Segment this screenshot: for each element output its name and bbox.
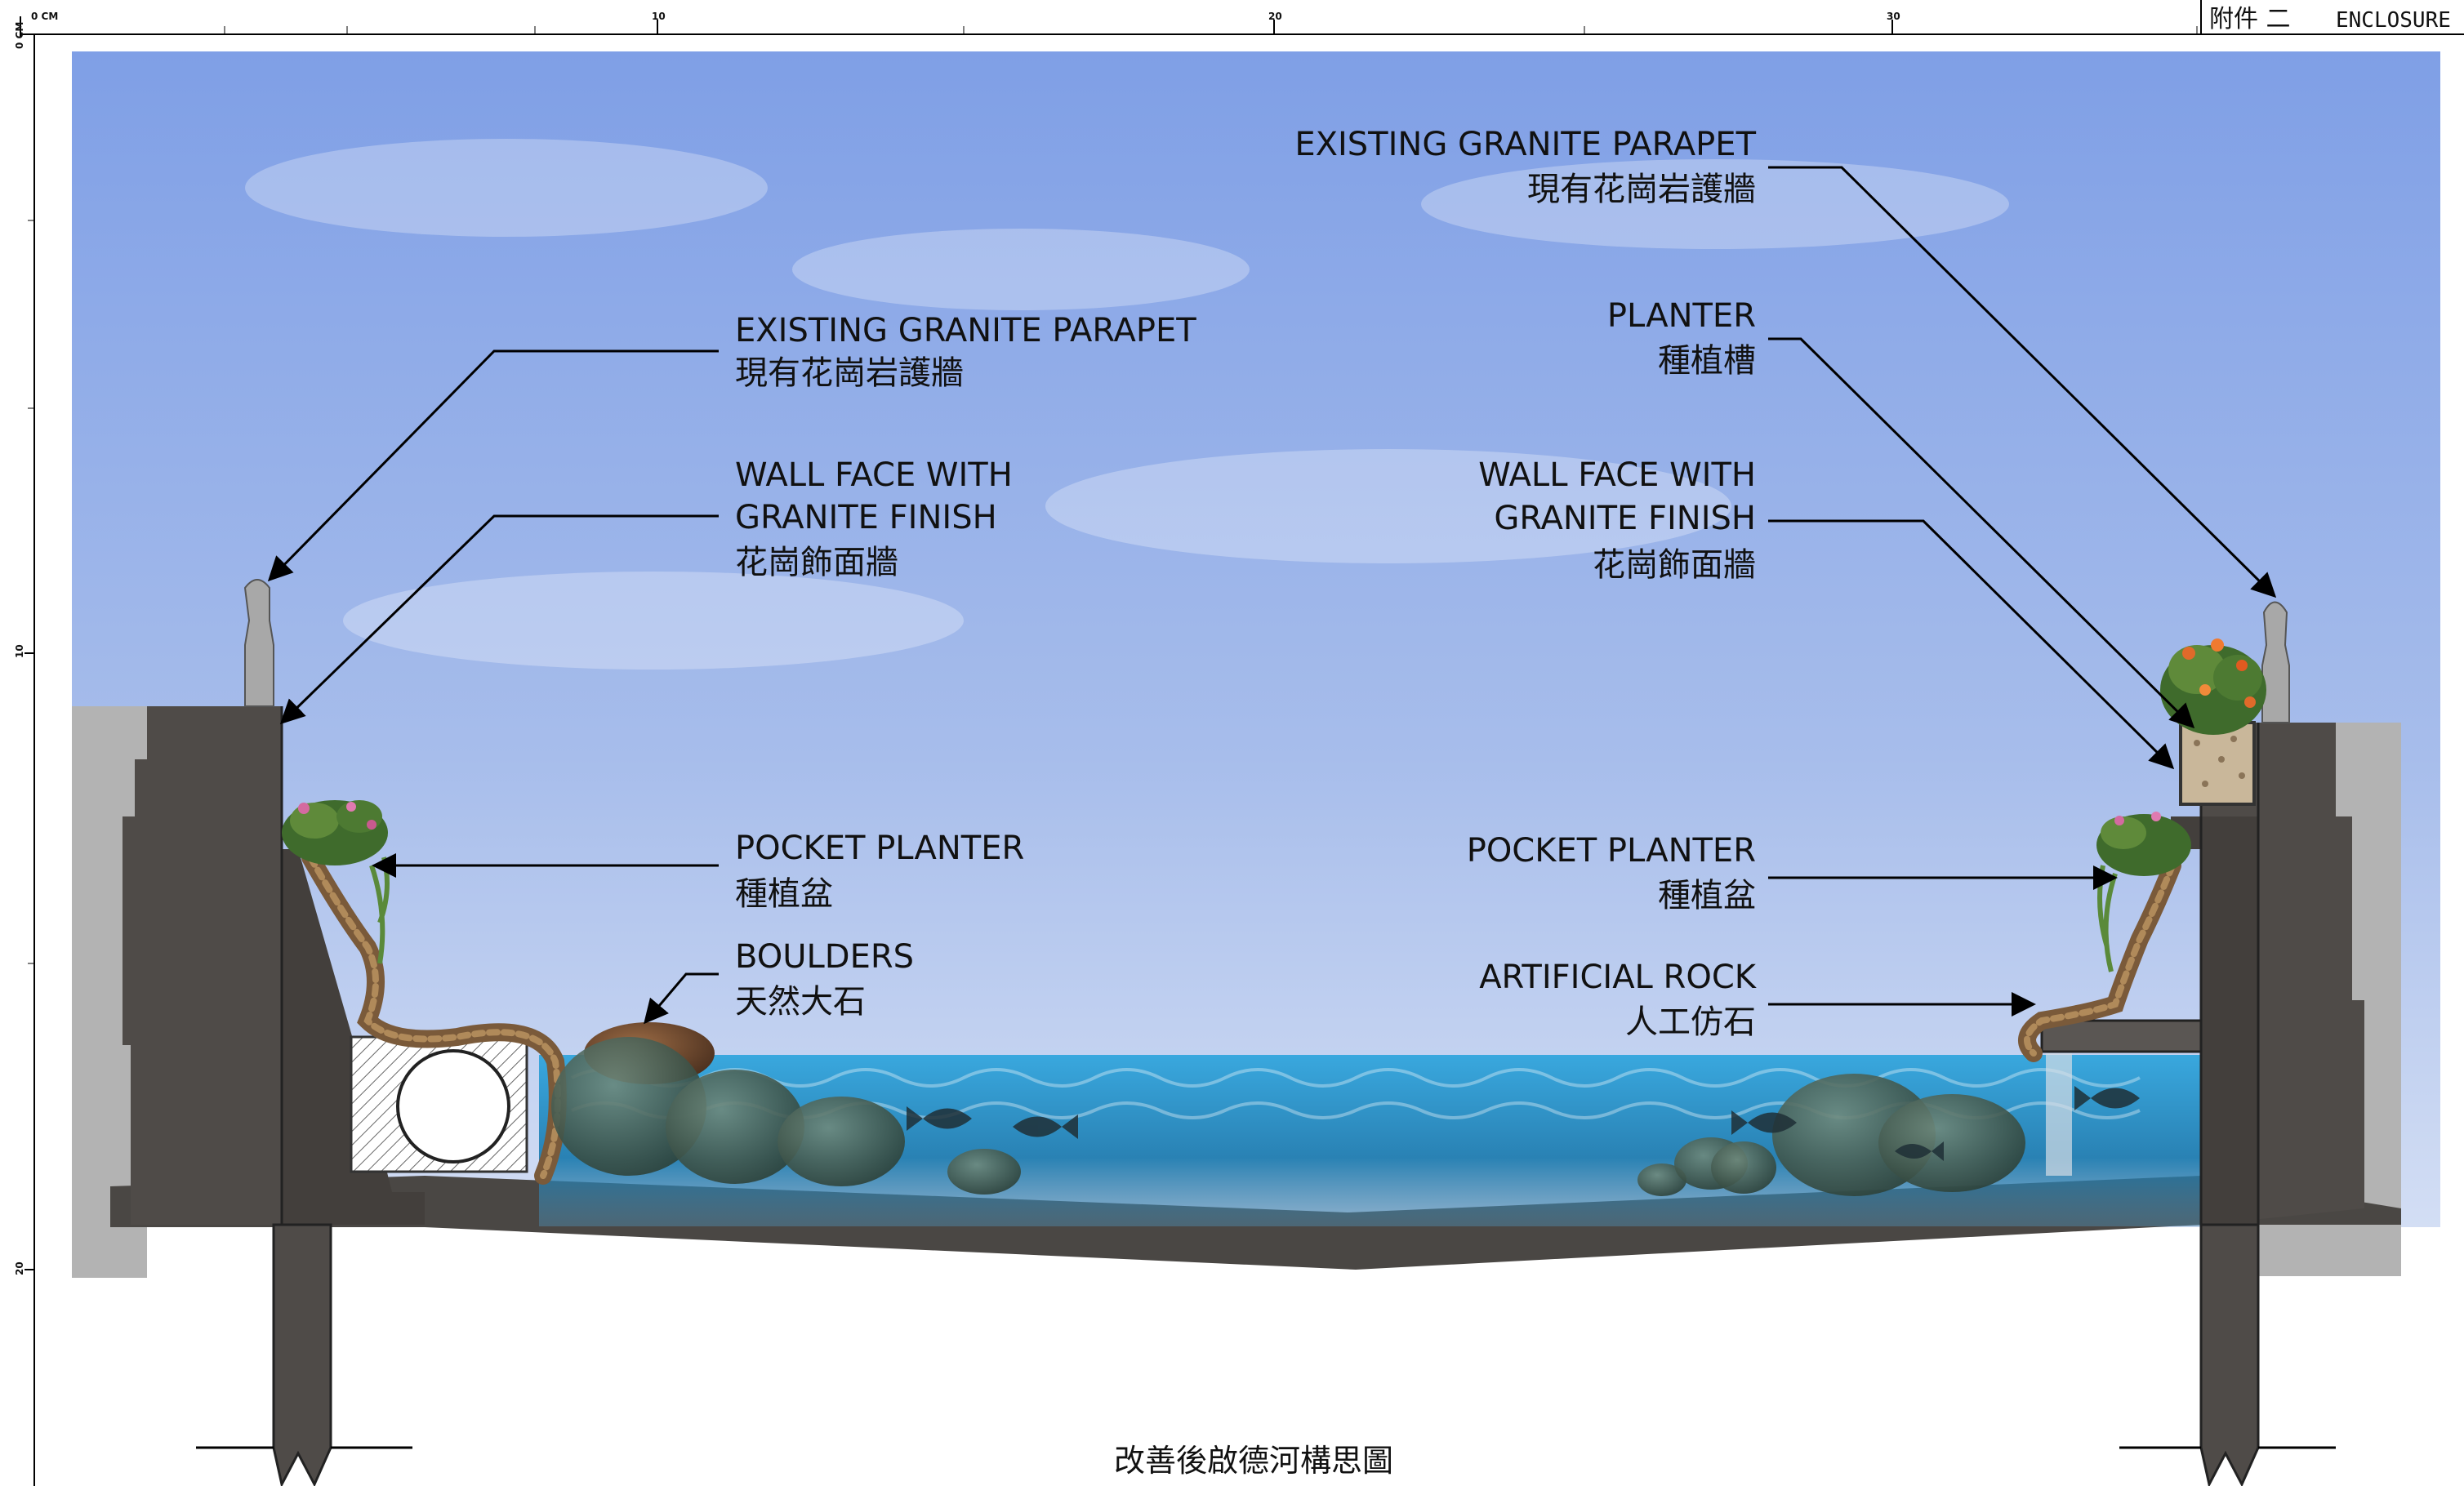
ruler-tick-20: 20 [1268, 11, 1282, 22]
artificial-rock-label-zh: 人工仿石 [1625, 1003, 1756, 1041]
left-pocket-planter-label-zh: 種植盆 [735, 875, 833, 913]
right-pocket-planter [2018, 812, 2191, 1062]
fish [907, 1086, 2140, 1161]
left-culvert [350, 1035, 528, 1173]
ruler-unit-label: 0 CM [31, 11, 58, 22]
ruler-tick-30: 30 [1887, 11, 1900, 22]
left-callouts: EXISTING GRANITE PARAPET 現有花崗岩護牆 WALL FA… [735, 312, 1196, 1021]
right-wall-label-zh: 花崗飾面牆 [1593, 546, 1756, 584]
right-pocket-planter-label-zh: 種植盆 [1658, 877, 1756, 914]
artificial-rock-label-en: ARTIFICIAL ROCK [1479, 959, 1758, 996]
planter-label-en: PLANTER [1607, 297, 1756, 335]
right-retaining-wall [2040, 601, 2364, 1486]
planter-label-zh: 種植槽 [1658, 342, 1756, 380]
right-wall-label-en-2: GRANITE FINISH [1494, 500, 1756, 537]
boulders-label-en: BOULDERS [735, 938, 914, 976]
enclosure-zh: 附件 二 [2209, 5, 2291, 33]
right-pocket-planter-label-en: POCKET PLANTER [1467, 832, 1756, 870]
left-pocket-planter-label-en: POCKET PLANTER [735, 830, 1024, 867]
side-ruler-tick-10: 10 [14, 644, 25, 658]
top-ruler: 0 CM 10 20 30 [20, 11, 2464, 37]
side-ruler: 0 CM 10 20 [14, 22, 35, 1486]
right-wall-label-en-1: WALL FACE WITH [1478, 456, 1756, 494]
side-ruler-tick-20: 20 [14, 1261, 25, 1275]
side-ruler-zero: 0 CM [14, 22, 25, 49]
enclosure-en: ENCLOSURE 2 [2336, 8, 2464, 33]
boulders-label-zh: 天然大石 [735, 983, 866, 1021]
right-parapet-label-en: EXISTING GRANITE PARAPET [1294, 126, 1756, 163]
right-callouts: EXISTING GRANITE PARAPET 現有花崗岩護牆 PLANTER… [1294, 126, 1757, 1041]
right-parapet-label-zh: 現有花崗岩護牆 [1527, 171, 1756, 208]
left-wall-label-zh: 花崗飾面牆 [735, 544, 898, 581]
diagram-caption: 改善後啟德河構思圖 [1114, 1443, 1393, 1479]
ruler-tick-10: 10 [652, 11, 666, 22]
enclosure-header: 附件 二 ENCLOSURE 2 [2200, 0, 2464, 34]
boulders-left [551, 1022, 1021, 1195]
left-parapet-label-zh: 現有花崗岩護牆 [735, 354, 964, 392]
left-wall-label-en-1: WALL FACE WITH [735, 456, 1013, 494]
clouds [245, 139, 2009, 670]
left-parapet-label-en: EXISTING GRANITE PARAPET [735, 312, 1196, 349]
left-retaining-wall [123, 579, 425, 1486]
leader-lines [267, 166, 2277, 1025]
boulders-right [1637, 1074, 2025, 1196]
left-wall-label-en-2: GRANITE FINISH [735, 499, 997, 536]
